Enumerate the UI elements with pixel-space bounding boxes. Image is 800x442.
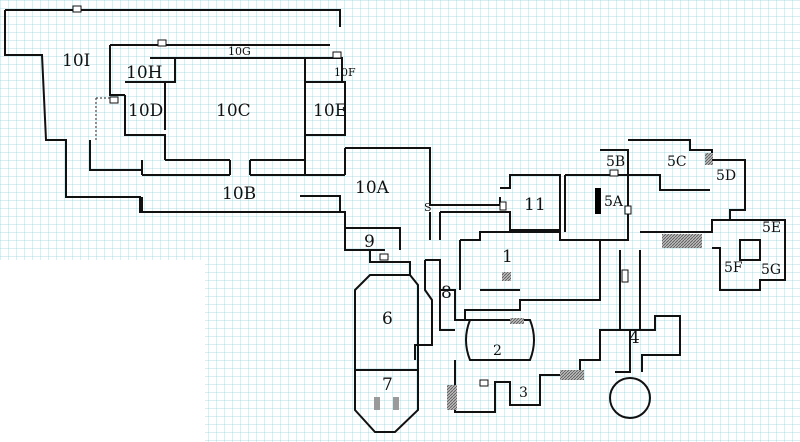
label-5E: 5E bbox=[762, 220, 781, 236]
room-10G bbox=[109, 44, 330, 59]
room-10E bbox=[305, 81, 346, 136]
room-5E-5F-5G bbox=[662, 219, 786, 291]
grid-paper-bottom bbox=[205, 258, 800, 442]
label-2: 2 bbox=[493, 343, 502, 359]
room-2 bbox=[465, 318, 535, 361]
label-3: 3 bbox=[519, 385, 528, 401]
door-markers bbox=[72, 5, 632, 387]
room-10C bbox=[164, 58, 306, 161]
room-8 bbox=[414, 240, 470, 360]
label-10I: 10I bbox=[62, 51, 90, 71]
label-S: S bbox=[424, 201, 432, 214]
room-10B bbox=[141, 160, 345, 212]
label-10D: 10D bbox=[128, 101, 163, 121]
label-10B: 10B bbox=[222, 184, 256, 204]
room-10D bbox=[95, 81, 166, 160]
label-7: 7 bbox=[382, 375, 393, 395]
label-6: 6 bbox=[382, 309, 393, 329]
room-9 bbox=[344, 228, 411, 275]
room-5C bbox=[628, 139, 713, 191]
label-5G: 5G bbox=[761, 262, 781, 278]
label-10A: 10A bbox=[355, 178, 390, 198]
label-5C: 5C bbox=[667, 154, 687, 170]
room-5D bbox=[640, 159, 746, 233]
grid-paper-top bbox=[0, 0, 800, 260]
label-5D: 5D bbox=[716, 168, 736, 184]
room-4 bbox=[609, 250, 681, 419]
label-10F: 10F bbox=[334, 66, 356, 79]
room-10I bbox=[4, 9, 341, 213]
label-10C: 10C bbox=[216, 101, 251, 121]
label-10G: 10G bbox=[228, 45, 251, 58]
label-5F: 5F bbox=[724, 260, 743, 276]
label-9: 9 bbox=[364, 232, 375, 252]
label-11: 11 bbox=[524, 195, 546, 215]
room-5B bbox=[600, 149, 629, 175]
label-1: 1 bbox=[502, 247, 513, 267]
label-10E: 10E bbox=[313, 101, 347, 121]
label-5A: 5A bbox=[604, 194, 624, 210]
room-6-7 bbox=[354, 274, 419, 433]
label-4: 4 bbox=[629, 328, 640, 348]
label-10H: 10H bbox=[126, 63, 162, 83]
label-8: 8 bbox=[441, 283, 452, 303]
label-5B: 5B bbox=[606, 154, 625, 170]
room-11 bbox=[500, 174, 561, 231]
room-10H bbox=[109, 58, 176, 96]
